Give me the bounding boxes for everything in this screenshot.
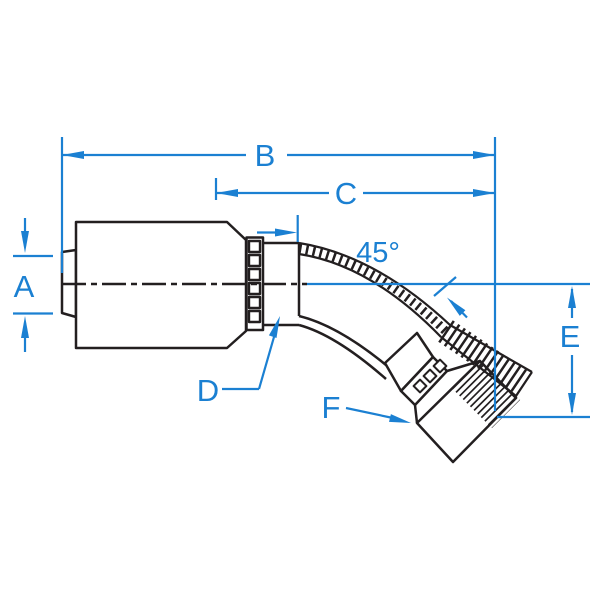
elbow-base-collar (263, 241, 301, 327)
label-e: E (560, 319, 581, 354)
tube-lower-wall-outer (298, 314, 393, 371)
label-f: F (322, 390, 341, 425)
arrow-a-top (21, 231, 29, 253)
arrow-e-top (568, 286, 576, 308)
nut-flare-lower (413, 404, 419, 424)
arrow-bend (275, 228, 297, 237)
arrow-c-right (473, 189, 495, 197)
arrow-e-bottom (568, 393, 576, 415)
dimension-arrowheads (21, 151, 576, 423)
label-b: B (255, 138, 276, 173)
nut-end-hatch (451, 359, 521, 429)
f-leader (345, 406, 394, 420)
knurled-ring (399, 355, 449, 407)
dimension-lines (13, 137, 590, 420)
arrow-c-left (216, 189, 238, 197)
tube-lower-wall-inner (298, 323, 387, 380)
label-angle: 45° (356, 237, 400, 269)
arrow-b-right (473, 151, 495, 159)
fitting-linework (60, 220, 533, 464)
dimension-labels: A B C D E F 45° (14, 138, 581, 425)
angle-tick (433, 276, 457, 297)
nut-thread-band (438, 320, 533, 397)
arrow-f (389, 414, 411, 423)
label-d: D (197, 373, 219, 408)
label-a: A (14, 269, 35, 304)
d-leader-diagonal (257, 329, 278, 390)
bend-serrated-band (298, 241, 451, 338)
arrow-angle (447, 297, 466, 316)
arrow-b-left (62, 151, 84, 159)
label-c: C (335, 176, 357, 211)
arrow-a-bottom (21, 316, 29, 338)
arrow-d (268, 316, 280, 338)
